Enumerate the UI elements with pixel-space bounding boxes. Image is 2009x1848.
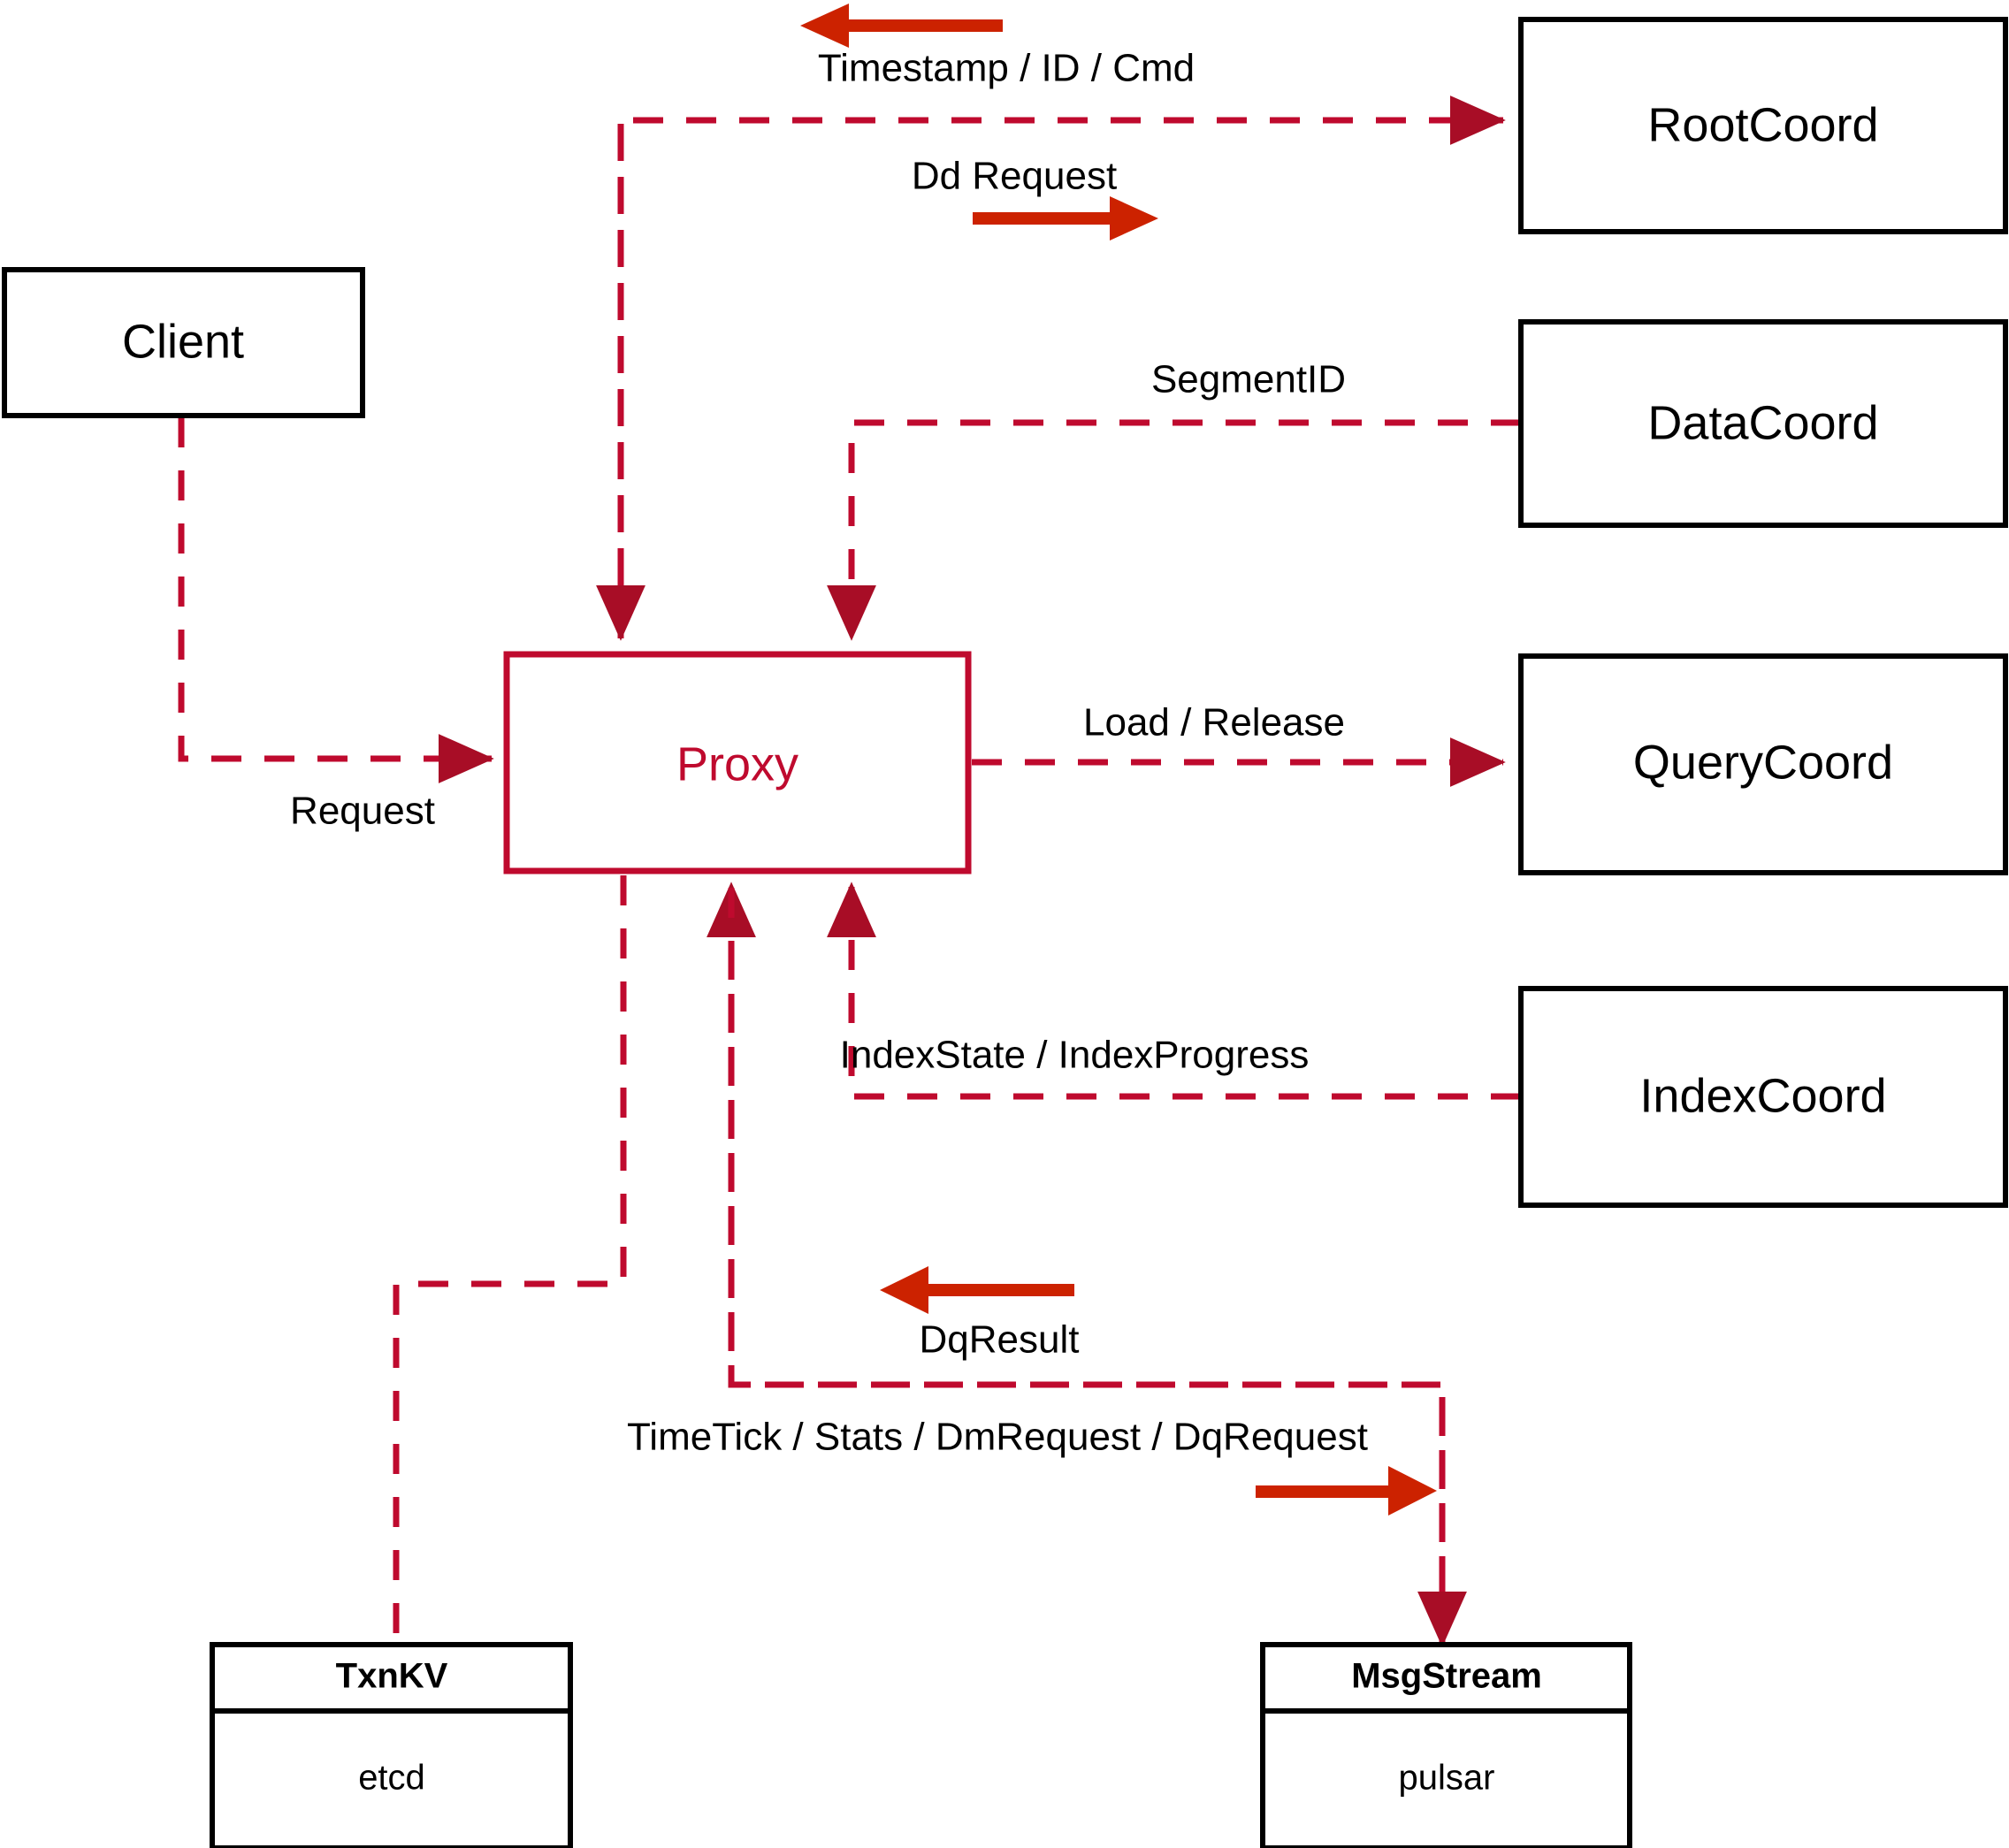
edge-proxy-to-msgstream bbox=[707, 882, 1467, 1648]
node-msgstream-header: MsgStream bbox=[1351, 1657, 1542, 1696]
direction-arrow-dd-request bbox=[973, 196, 1158, 241]
edge-proxy-to-rootcoord bbox=[596, 95, 1506, 641]
direction-arrow-timestamp bbox=[800, 4, 1003, 48]
edge-label-index-state-progress: IndexState / IndexProgress bbox=[840, 1034, 1310, 1077]
node-proxy-label: Proxy bbox=[676, 737, 798, 790]
edge-label-request: Request bbox=[290, 790, 435, 833]
node-txnkv-header: TxnKV bbox=[336, 1657, 448, 1696]
node-msgstream[interactable]: MsgStream pulsar bbox=[1260, 1642, 1632, 1848]
node-client[interactable]: Client bbox=[2, 267, 365, 418]
node-rootcoord[interactable]: RootCoord bbox=[1518, 17, 2008, 234]
edge-label-timetick-stats: TimeTick / Stats / DmRequest / DqRequest bbox=[627, 1416, 1368, 1459]
edge-label-segment-id: SegmentID bbox=[1151, 358, 1346, 401]
node-txnkv-body: etcd bbox=[358, 1759, 425, 1798]
edge-client-to-proxy bbox=[178, 417, 494, 783]
node-msgstream-body: pulsar bbox=[1399, 1759, 1495, 1798]
direction-arrow-dqresult bbox=[880, 1266, 1074, 1314]
node-datacoord[interactable]: DataCoord bbox=[1518, 319, 2008, 528]
edge-proxy-to-txnkv bbox=[393, 875, 627, 1645]
node-client-label: Client bbox=[122, 315, 244, 368]
edge-label-dq-result: DqResult bbox=[920, 1318, 1080, 1362]
edge-datacoord-to-proxy bbox=[827, 419, 1521, 641]
edge-label-timestamp-id-cmd: Timestamp / ID / Cmd bbox=[818, 47, 1195, 90]
node-indexcoord[interactable]: IndexCoord bbox=[1518, 986, 2008, 1208]
edge-label-load-release: Load / Release bbox=[1083, 701, 1345, 745]
node-datacoord-label: DataCoord bbox=[1647, 396, 1878, 449]
node-querycoord[interactable]: QueryCoord bbox=[1518, 653, 2008, 875]
node-indexcoord-label: IndexCoord bbox=[1639, 1069, 1886, 1122]
node-rootcoord-label: RootCoord bbox=[1647, 98, 1878, 151]
edge-label-dd-request: Dd Request bbox=[912, 155, 1117, 198]
node-txnkv[interactable]: TxnKV etcd bbox=[210, 1642, 573, 1848]
node-proxy[interactable]: Proxy bbox=[503, 651, 972, 874]
node-querycoord-label: QueryCoord bbox=[1633, 736, 1893, 789]
direction-arrow-timetick bbox=[1256, 1466, 1437, 1516]
edge-indexcoord-to-proxy bbox=[827, 882, 1521, 1100]
